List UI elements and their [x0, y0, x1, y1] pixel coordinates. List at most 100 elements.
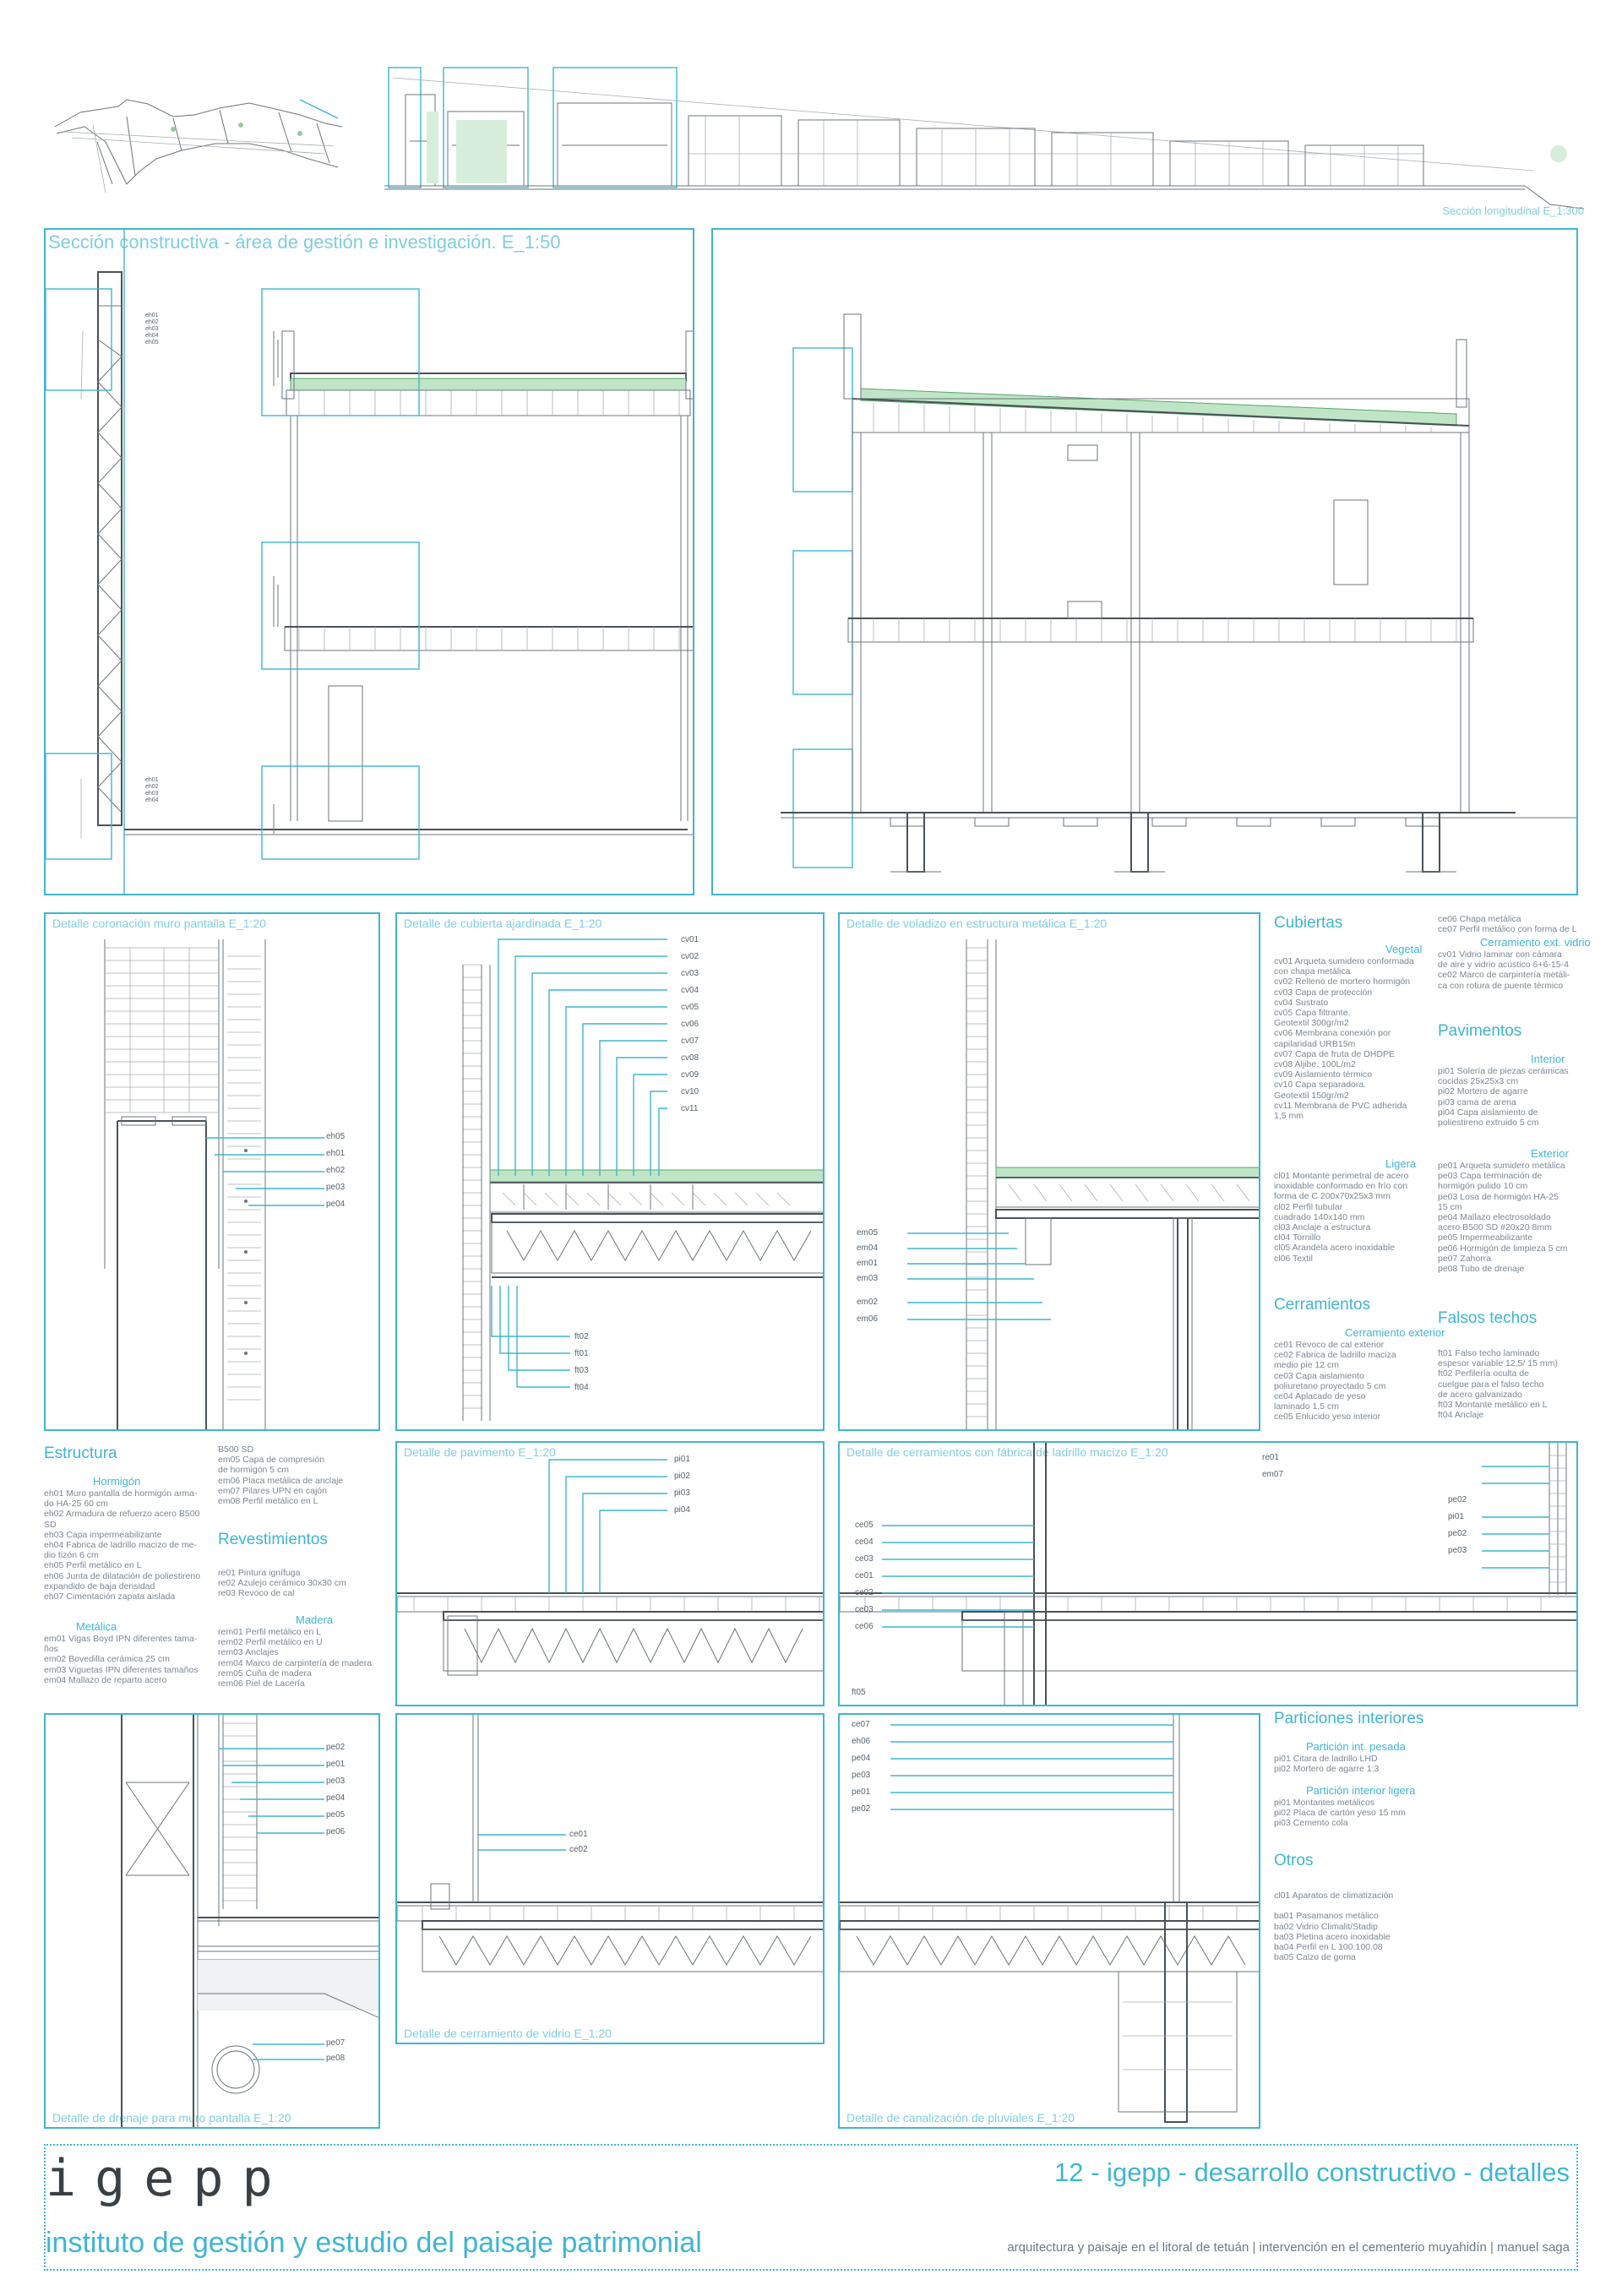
- legend-entry: em05 Capa de compresión: [218, 1455, 325, 1466]
- legend-entry: cl06 Textil: [1274, 1253, 1313, 1264]
- legend-entry: cv01 Arqueta sumidero conformada: [1274, 956, 1414, 966]
- legend-entry: ca con rotura de puente térmico: [1438, 980, 1564, 991]
- detail-title-5: Detalle de cerramientos con fábrica de l…: [846, 1445, 1168, 1459]
- legend-entry: pe06 Hormigón de limpieza 5 cm: [1438, 1243, 1568, 1254]
- legend-entry: cv10 Capa separadora.: [1274, 1080, 1367, 1091]
- detail-voladizo: Detalle de voladizo en estructura metáli…: [838, 912, 1260, 1431]
- legend-entry: eh04 Fabrica de ladrillo macizo de me-: [44, 1540, 197, 1551]
- legend-entry: de hormigón 5 cm: [218, 1465, 290, 1476]
- legend-particiones-title: Particiones interiores: [1274, 1710, 1424, 1727]
- legend-entry: ft02 Perfilería oculta de: [1438, 1368, 1529, 1379]
- legend-cubiertas-title: Cubiertas: [1274, 914, 1343, 932]
- legend-entry: Geotextil 150gr/m2: [1274, 1090, 1349, 1101]
- legend-entry: cl05 Arandela acero inoxidable: [1274, 1243, 1396, 1254]
- legend-entry: ce07 Perfil metálico con forma de L: [1438, 924, 1577, 935]
- legend-entry: cl03 Anclaje a estructura: [1274, 1222, 1371, 1233]
- legend-entry: pi01 Montantes metálicos: [1274, 1798, 1375, 1808]
- legend-entry: ba03 Pletina acero inoxidable: [1274, 1931, 1391, 1942]
- legend-entry: poliuretano proyectado 5 cm: [1274, 1380, 1386, 1391]
- legend-entry: B500 SD: [218, 1445, 254, 1455]
- legend-entry: pi02 Mortero de agarre: [1438, 1086, 1528, 1097]
- section-title: Sección constructiva - área de gestión e…: [48, 231, 561, 253]
- legend-entry: SD: [44, 1519, 57, 1530]
- legend-entry: dio tizón 6 cm: [44, 1550, 99, 1561]
- legend-entry: pi01 Solería de piezas cerámicas: [1438, 1066, 1569, 1076]
- legend-entry: rem04 Marco de carpintería de madera: [218, 1657, 373, 1668]
- legend-entry: ba05 Calzo de goma: [1274, 1952, 1356, 1963]
- detail-vidrio: Detalle de cerramiento de vidrio E_1:20 …: [395, 1713, 825, 2044]
- detail-title-1: Detalle coronación muro pantalla E_1:20: [52, 917, 266, 930]
- sheet-title: 12 - igepp - desarrollo constructivo - d…: [1054, 2157, 1570, 2187]
- legend-entry: poliestireno extruido 5 cm: [1438, 1118, 1539, 1129]
- legend-entry: cv05 Capa filtrante.: [1274, 1008, 1351, 1019]
- section-frame-right: [711, 228, 1578, 895]
- legend-entry: ba01 Pasamanos metálico: [1274, 1911, 1379, 1922]
- legend-revestimientos-title: Revestimientos: [218, 1531, 328, 1548]
- legend-cerramientos-title: Cerramientos: [1274, 1296, 1371, 1314]
- long-section-label: Sección longitudinal E_1:300: [1442, 204, 1584, 217]
- legend-entry: rem05 Cuña de madera: [218, 1668, 312, 1678]
- legend-entry: ce01 Revoco de cal exterior: [1274, 1340, 1385, 1350]
- detail-title-4: Detalle de pavimento E_1:20: [404, 1445, 556, 1459]
- legend-entry: ce02 Marco de carpintería metáli-: [1438, 970, 1570, 981]
- legend-entry: rem06 Piel de Lacería: [218, 1678, 305, 1689]
- legend-entry: espesor variable 12,5/ 15 mm): [1438, 1358, 1558, 1369]
- legend-entry: cocidas 25x25x3 cm: [1438, 1076, 1519, 1087]
- legend-entry: pe03 Capa terminación de: [1438, 1171, 1543, 1182]
- legend-entry: em06 Placa metálica de anclaje: [218, 1475, 344, 1486]
- legend-entry: de aire y vidrio acústico 6+6-15-4: [1438, 960, 1569, 971]
- legend-otros-list: cl01 Aparatos de climatización ba01 Pasa…: [1274, 1891, 1443, 1962]
- detail-title-6: Detalle de drenaje para muro pantalla E_…: [52, 2111, 291, 2125]
- legend-entry: ce04 Aplacado de yeso: [1274, 1391, 1366, 1402]
- legend-entry: pe04 Mallazo electrosoldado: [1438, 1212, 1551, 1223]
- legend-entry: em08 Perfil metálico en L: [218, 1496, 318, 1507]
- institute-name: instituto de gestión y estudio del paisa…: [46, 2227, 702, 2259]
- site-plan: [46, 66, 351, 209]
- legend-estructura-hormigon: eh01 Muro pantalla de hormigón arma-do H…: [44, 1488, 213, 1602]
- legend-entry: 1,5 mm: [1274, 1111, 1304, 1122]
- legend-entry: ños: [44, 1644, 58, 1655]
- detail-drenaje: Detalle de drenaje para muro pantalla E_…: [44, 1713, 380, 2129]
- legend-entry: cv04 Sustrato: [1274, 997, 1329, 1008]
- legend-entry: cv06 Membrana conexión por: [1274, 1028, 1391, 1039]
- detail-pluviales: Detalle de canalización de pluviales E_1…: [838, 1713, 1260, 2129]
- legend-entry: cl01 Montante perimetral de acero: [1274, 1171, 1409, 1181]
- legend-entry: ba02 Vidrio Climalit/Stadip: [1274, 1921, 1378, 1932]
- legend-entry: re02 Azulejo cerámico 30x30 cm: [218, 1578, 346, 1589]
- legend-entry: Geotextil 300gr/m2: [1274, 1018, 1349, 1029]
- legend-entry: em07 Pilares UPN en cajón: [218, 1485, 327, 1496]
- legend-entry: em04 Mallazo de reparto acero: [44, 1674, 167, 1685]
- legend-entry: eh07 Cimentación zapata aislada: [44, 1591, 176, 1602]
- detail-coronacion: Detalle coronación muro pantalla E_1:20 …: [44, 912, 380, 1431]
- legend-entry: rem03 Anclajes: [218, 1647, 279, 1658]
- logo: igepp: [46, 2149, 291, 2208]
- detail-title-2: Detalle de cubierta ajardinada E_1:20: [404, 917, 602, 930]
- legend-entry: expandido de baja densidad: [44, 1581, 155, 1591]
- legend-entry: pi03 cama de arena: [1438, 1096, 1516, 1107]
- longitudinal-section: Sección longitudinal E_1:300: [384, 61, 1584, 221]
- legend-entry: pe07 Zahorra: [1438, 1253, 1492, 1264]
- legend-entry: de acero galvanizado: [1438, 1389, 1522, 1400]
- legend-pavimentos-title: Pavimentos: [1438, 1022, 1522, 1040]
- legend-entry: inoxidable conformado en frío con: [1274, 1181, 1408, 1192]
- legend-entry: pi02 Mortero de agarre 1:3: [1274, 1764, 1380, 1775]
- legend-entry: eh01 Muro pantalla de hormigón arma-: [44, 1488, 198, 1499]
- legend-entry: ft01 Falso techo laminado: [1438, 1348, 1540, 1358]
- legend-entry: cv11 Membrana de PVC adherida: [1274, 1100, 1407, 1111]
- legend-entry: do HA-25 60 cm: [44, 1499, 108, 1510]
- legend-falsos-title: Falsos techos: [1438, 1309, 1538, 1327]
- legend-entry: pi04 Capa aislamiento de: [1438, 1107, 1538, 1118]
- legend-entry: ce02 Fabrica de ladrillo maciza: [1274, 1350, 1396, 1361]
- detail-cerramientos: Detalle de cerramientos con fábrica de l…: [838, 1441, 1578, 1706]
- legend-entry: cuadrado 140x140 mm: [1274, 1211, 1365, 1222]
- legend-entry: re03 Revoco de cal: [218, 1588, 295, 1599]
- legend-entry: ce03 Capa aislamiento: [1274, 1370, 1364, 1381]
